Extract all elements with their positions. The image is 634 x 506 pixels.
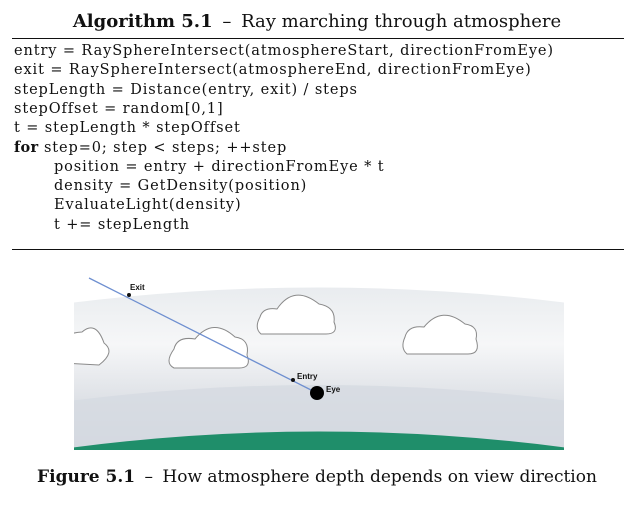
algorithm-top-rule (12, 38, 624, 39)
code-line: density = GetDensity(position) (14, 177, 624, 196)
eye-label: Eye (326, 385, 341, 394)
algorithm-title-text: Ray marching through atmosphere (241, 11, 562, 32)
code-line: stepOffset = random[0,1] (14, 100, 624, 119)
exit-point (127, 293, 131, 297)
algorithm-bottom-rule (12, 249, 624, 250)
code-line: t += stepLength (14, 216, 624, 235)
code-text: density = GetDensity(position) (54, 178, 308, 195)
inner-atmosphere-layer (74, 385, 564, 450)
figure-caption-text: How atmosphere depth depends on view dir… (162, 467, 597, 487)
figure-caption-separator: – (144, 467, 154, 487)
cloud (256, 294, 336, 335)
code-text: t = stepLength * stepOffset (14, 120, 241, 137)
code-text: step=0; step < steps; ++step (38, 140, 288, 157)
eye-point (310, 386, 324, 400)
code-line: entry = RaySphereIntersect(atmosphereSta… (14, 42, 624, 61)
code-text: entry = RaySphereIntersect(atmosphereSta… (14, 43, 554, 59)
code-text: exit = RaySphereIntersect(atmosphereEnd,… (14, 62, 532, 79)
algorithm-label: Algorithm 5.1 (72, 11, 213, 32)
code-text: stepLength = Distance(entry, exit) / ste… (14, 81, 358, 98)
algorithm-title-separator: – (222, 11, 232, 32)
code-line: EvaluateLight(density) (14, 196, 624, 215)
cloud (402, 314, 478, 355)
entry-point (291, 378, 295, 382)
view-ray (88, 277, 318, 394)
code-line: exit = RaySphereIntersect(atmosphereEnd,… (14, 61, 624, 80)
cloud (74, 327, 110, 366)
code-text: t += stepLength (54, 216, 190, 233)
exit-label: Exit (130, 283, 145, 292)
figure-caption-label: Figure 5.1 (37, 467, 136, 487)
algorithm-code-block: entry = RaySphereIntersect(atmosphereSta… (14, 42, 624, 235)
code-line: t = stepLength * stepOffset (14, 119, 624, 138)
code-text: position = entry + directionFromEye * t (54, 158, 385, 175)
code-line: stepLength = Distance(entry, exit) / ste… (14, 81, 624, 100)
code-line: for step=0; step < steps; ++step (14, 138, 624, 157)
entry-label: Entry (297, 372, 318, 381)
ground-surface (74, 431, 564, 450)
cloud (168, 327, 249, 369)
code-text: EvaluateLight(density) (54, 197, 242, 214)
code-line: position = entry + directionFromEye * t (14, 158, 624, 177)
code-keyword: for (14, 139, 39, 157)
figure-caption: Figure 5.1 – How atmosphere depth depend… (0, 466, 634, 488)
algorithm-title: Algorithm 5.1 – Ray marching through atm… (0, 10, 634, 34)
code-text: stepOffset = random[0,1] (14, 100, 224, 117)
atmosphere-figure: Exit Entry Eye (74, 277, 564, 450)
